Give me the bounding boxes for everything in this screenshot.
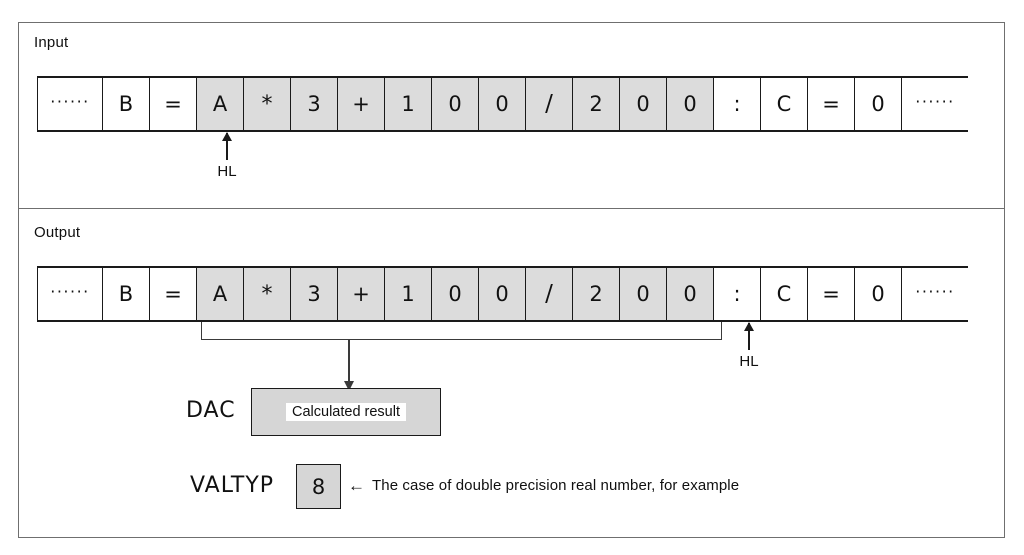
tape-cell: 3 [291,268,338,320]
tape-cell: 2 [573,78,620,130]
tape-cell: 2 [573,268,620,320]
tape-cell: 0 [479,78,526,130]
dac-value: Calculated result [286,403,406,421]
output-panel-caption: Output [34,224,81,241]
tape-cell: + [338,78,385,130]
bracket-drop-arrow-icon [344,340,353,391]
dac-box: Calculated result [251,388,441,436]
tape-cell: : [714,78,761,130]
tape-cell: + [338,268,385,320]
tape-cell: / [526,78,573,130]
input-hl-pointer: HL [205,132,249,180]
valtyp-box: 8 [296,464,341,509]
tape-cell: B [103,78,150,130]
tape-cell: ······ [902,78,968,130]
left-arrow-icon: ← [348,476,365,495]
tape-cell: 0 [620,268,667,320]
tape-cell: 0 [855,268,902,320]
tape-cell: * [244,78,291,130]
tape-cell: A [197,268,244,320]
tape-cell: = [150,78,197,130]
tape-cell: 0 [855,78,902,130]
tape-cell: 0 [620,78,667,130]
tape-cell: ······ [37,268,103,320]
tape-cell: C [761,268,808,320]
tape-cell: = [808,78,855,130]
valtyp-annotation-text: The case of double precision real number… [372,477,740,494]
up-arrow-icon [222,132,231,160]
tape-cell: 0 [432,268,479,320]
tape-cell: C [761,78,808,130]
tape-cell: = [808,268,855,320]
tape-cell: A [197,78,244,130]
valtyp-annotation: ← The case of double precision real numb… [348,477,739,494]
up-arrow-icon [744,322,753,350]
tape-cell: : [714,268,761,320]
tape-cell: = [150,268,197,320]
tape-cell: 1 [385,78,432,130]
expression-bracket [201,322,722,340]
tape-cell: 3 [291,78,338,130]
tape-cell: ······ [902,268,968,320]
tape-cell: 0 [479,268,526,320]
panel-divider [19,208,1004,209]
output-hl-pointer: HL [727,322,771,370]
tape-cell: B [103,268,150,320]
output-hl-label: HL [739,353,759,370]
input-panel-caption: Input [34,34,69,51]
dac-label: DAC [186,398,236,423]
tape-cell: * [244,268,291,320]
tape-cell: / [526,268,573,320]
tape-cell: 0 [667,78,714,130]
input-hl-label: HL [217,163,237,180]
tape-cell: 1 [385,268,432,320]
tape-cell: 0 [432,78,479,130]
tape-cell: ······ [37,78,103,130]
tape-cell: 0 [667,268,714,320]
valtyp-label: VALTYP [190,473,275,498]
